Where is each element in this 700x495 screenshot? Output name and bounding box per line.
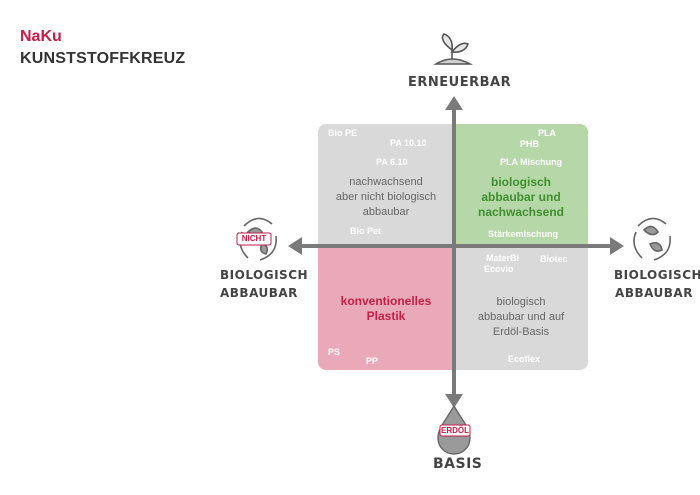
nicht-badge-bg <box>236 232 272 246</box>
material-label: PA 10.10 <box>390 138 427 148</box>
material-label: Bio Pet <box>350 226 382 236</box>
arrow-right-icon <box>610 237 624 255</box>
recycle-icon <box>633 217 671 261</box>
quadrant-bottom-left <box>318 246 454 370</box>
quadrant-description: konventionelles Plastik <box>340 294 432 323</box>
material-label: MaterBi <box>486 253 520 263</box>
arrow-up-icon <box>445 96 463 110</box>
material-label: PS <box>328 347 341 357</box>
arrow-down-icon <box>445 394 463 408</box>
material-label: Biotec <box>540 254 568 264</box>
axis-label-right-line2: ABBAUBAR <box>615 286 693 300</box>
sprout-icon <box>433 33 474 65</box>
material-label: PA 6.10 <box>376 157 408 167</box>
quadrant-description: nachwachsend aber nicht biologisch abbau… <box>335 176 437 218</box>
material-label: Bio PE <box>328 128 358 138</box>
material-label: Ecovio <box>484 264 514 274</box>
material-label: PP <box>366 356 379 366</box>
brand-name: NaKu <box>20 28 62 45</box>
material-label: Stärkemischung <box>488 229 559 239</box>
axis-label-top: ERNEUERBAR <box>408 75 512 90</box>
quadrant-description: biologisch abbaubar und auf Erdöl-Basis <box>477 296 565 338</box>
quadrant-top-left <box>318 124 454 246</box>
material-label: PLA <box>538 128 556 138</box>
erdoel-badge-bg <box>439 424 471 437</box>
erdoel-badge: ERDÖL <box>441 426 469 435</box>
axis-label-right-line1: BIOLOGISCH <box>614 268 700 282</box>
page-title: KUNSTSTOFFKREUZ <box>20 50 186 67</box>
material-label: Ecoflex <box>508 354 541 364</box>
quadrant-description: biologisch abbaubar und nachwachsend <box>477 175 565 219</box>
axis-label-bottom: BASIS <box>433 456 483 472</box>
arrow-left-icon <box>288 237 302 255</box>
material-label: PLA Mischung <box>500 157 563 167</box>
axis-label-left-line2: ABBAUBAR <box>220 286 298 300</box>
axis-label-left-line1: BIOLOGISCH <box>220 268 309 282</box>
nicht-badge: NICHT <box>241 234 267 243</box>
material-label: PHB <box>520 139 540 149</box>
quadrant-bottom-right <box>454 246 588 370</box>
quadrant-top-right <box>454 124 588 246</box>
